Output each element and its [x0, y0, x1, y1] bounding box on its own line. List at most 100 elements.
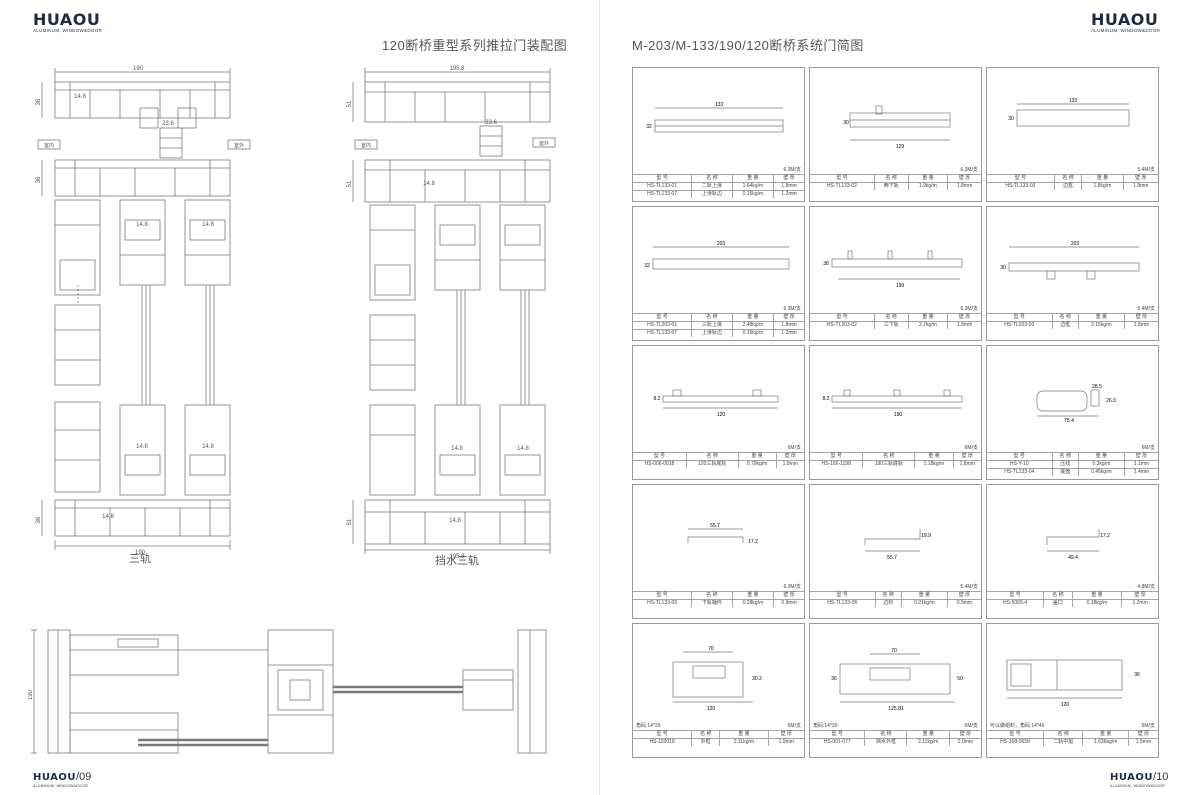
dimension-label: 32 [646, 124, 652, 130]
spec-header-cell: 名 称 [691, 591, 733, 600]
profile-section-sketch: 28.526.375.4 [1036, 384, 1116, 424]
spec-header-cell: 壁 厚 [946, 591, 981, 600]
spec-cell: HS-120018 [633, 738, 692, 746]
label-indoor: 室内 [44, 142, 54, 149]
dimension-label: 36 [831, 676, 837, 682]
spec-header-cell: 重 量 [1081, 174, 1124, 183]
dimension-label: 30 [843, 120, 849, 126]
spec-header-cell: 型 号 [633, 313, 692, 322]
label-indoor: 室内 [361, 142, 371, 149]
dimension-label: 49.4 [1068, 555, 1078, 561]
spec-header-cell: 重 量 [1077, 313, 1125, 322]
spec-cell: 120三轨底轨 [685, 460, 739, 468]
profile-length-unit: 5.4M/支 [1137, 306, 1155, 312]
dimension-label: 133 [715, 102, 724, 108]
spec-header-row: 型 号名 称重 量壁 厚 [987, 452, 1158, 461]
spec-cell: 1.2mm [1121, 599, 1158, 607]
spec-header-row: 型 号名 称重 量壁 厚 [987, 730, 1158, 739]
brand-logo-footer-left: HUAOU/09 ALUMINUM, WINDOW&DOOR [33, 768, 91, 789]
spec-cell: 三轨上滑 [691, 321, 733, 330]
profile-length-unit: 5.4M/支 [1137, 167, 1155, 173]
spec-cell: HS-TL133-06 [810, 599, 875, 607]
spec-header-cell: 重 量 [731, 591, 774, 600]
profile-length-unit: 6.3M/支 [960, 167, 978, 173]
dim-height-bottom: 51 [347, 518, 353, 525]
spec-cell: 外框 [691, 738, 720, 746]
spec-cell: HS-TL133-07 [633, 190, 692, 198]
spec-header-cell: 名 称 [1051, 313, 1079, 322]
spec-cell: 1.5mm [1127, 738, 1158, 746]
profile-section-sketch: 19.955.7 [864, 529, 931, 561]
dimension-label: 38 [823, 261, 829, 267]
dimension-label: 125.81 [888, 706, 904, 712]
spec-header-cell: 壁 厚 [947, 313, 981, 322]
profile-length-unit: 6M/支 [787, 723, 801, 729]
dimension-label: 70 [708, 646, 714, 652]
profile-length-unit: 6.3M/支 [783, 584, 801, 590]
brand-name: HUAOU [33, 10, 101, 29]
spec-header-cell: 型 号 [987, 730, 1044, 739]
spec-cell: HS-TL133-04 [987, 468, 1052, 476]
spec-header-row: 型 号名 称重 量壁 厚 [633, 452, 804, 461]
spec-cell: HS-TL133-02 [810, 182, 875, 190]
spec-header-row: 型 号名 称重 量壁 厚 [810, 313, 981, 322]
spec-header-cell: 型 号 [987, 591, 1044, 600]
spec-header-row: 型 号名 称重 量壁 厚 [987, 174, 1158, 183]
dimension-label: 8.2 [823, 396, 830, 402]
spec-cell: 1.2mm [773, 190, 804, 198]
spec-cell: HS-168-0658 [987, 738, 1044, 746]
dimension-label: 203 [717, 241, 726, 247]
page-gutter [599, 0, 600, 795]
spec-cell: 边框 [1051, 321, 1079, 329]
spec-cell: 1.1mm [1123, 460, 1158, 469]
spec-cell: 1.2mm [773, 329, 804, 337]
dim-14-8: 14.8 [136, 222, 148, 228]
caption-three-track: 三轨 [129, 551, 151, 565]
spec-header-cell: 重 量 [906, 730, 950, 739]
dimension-label: 30 [1000, 265, 1006, 271]
left-page-title: 120断桥重型系列推拉门装配图 [382, 38, 568, 53]
caption-water-three-track: 挡水三轨 [435, 553, 479, 567]
spec-cell: 2.11kg/m [906, 738, 950, 746]
profile-length-unit: 6M/支 [964, 723, 978, 729]
profile-section-sketch: 55.717.2 [687, 523, 758, 545]
spec-header-row: 型 号名 称重 量壁 厚 [633, 730, 804, 739]
spec-cell: 0.21kg/m [900, 599, 948, 607]
dimension-label: 19.9 [921, 533, 931, 539]
spec-cell: 2.7kg/m [907, 321, 948, 329]
profile-length-unit: 4.8M/支 [1137, 584, 1155, 590]
spec-header-cell: 名 称 [864, 730, 907, 739]
spec-header-cell: 型 号 [987, 313, 1052, 322]
brand-tagline: ALUMINUM, WINDOW&DOOR [1091, 28, 1161, 33]
spec-header-cell: 型 号 [633, 452, 687, 461]
brand-logo-right: HUAOU ALUMINUM, WINDOW&DOOR [1091, 12, 1160, 34]
spec-header-cell: 名 称 [873, 313, 909, 322]
spec-cell: 1.18kg/m [914, 460, 954, 468]
spec-header-cell: 型 号 [810, 452, 863, 461]
dimension-label: 203 [1071, 241, 1080, 247]
brand-name: HUAOU [33, 772, 77, 783]
spec-header-cell: 型 号 [633, 591, 692, 600]
spec-cell: 0.15kg/m [731, 329, 774, 337]
brand-tagline: ALUMINUM, WINDOW&DOOR [1110, 784, 1166, 788]
spec-cell: HS-5065-4 [987, 599, 1044, 607]
label-outdoor: 室外 [539, 140, 549, 147]
spec-header-cell: 重 量 [731, 174, 774, 183]
spec-header-cell: 重 量 [1077, 452, 1125, 461]
spec-cell: HS-166-1198 [810, 460, 863, 468]
spec-header-cell: 型 号 [810, 174, 875, 183]
